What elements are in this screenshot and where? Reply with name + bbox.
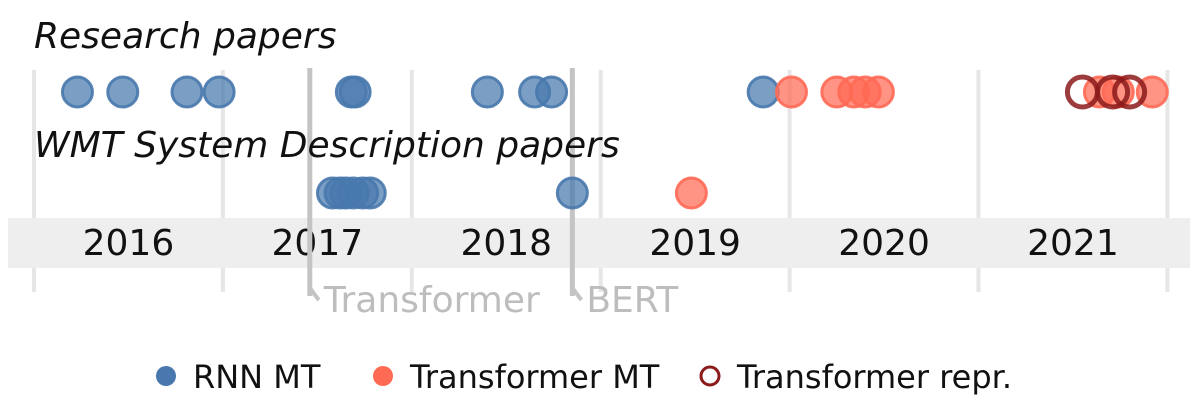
point-transformer-mt <box>774 75 808 109</box>
row-label-wmt-system-description-papers: WMT System Description papers <box>34 125 620 166</box>
year-label-2021: 2021 <box>1027 223 1119 264</box>
year-label-2018: 2018 <box>460 223 552 264</box>
event-tick-transformer <box>308 286 321 302</box>
legend: RNN MT Transformer MT Transformer repr. <box>156 358 1012 396</box>
point-rnn-mt <box>106 75 140 109</box>
point-rnn-mt <box>746 75 780 109</box>
point-rnn-mt <box>338 75 372 109</box>
legend-marker-rnn-mt <box>156 366 176 386</box>
event-tick-bert <box>570 286 583 302</box>
point-rnn-mt <box>353 176 387 210</box>
legend-label-rnn-mt: RNN MT <box>193 358 321 396</box>
year-label-2017: 2017 <box>272 223 364 264</box>
legend-marker-transformer-mt <box>373 366 393 386</box>
year-labels: 2016 2017 2018 2019 2020 2021 <box>83 223 1119 264</box>
legend-label-transformer-repr: Transformer repr. <box>736 358 1012 396</box>
event-label-transformer: Transformer <box>323 280 540 321</box>
point-rnn-mt <box>535 75 569 109</box>
point-rnn-mt <box>470 75 504 109</box>
point-rnn-mt <box>555 176 589 210</box>
data-points <box>60 74 1169 210</box>
year-label-2019: 2019 <box>649 223 741 264</box>
year-label-2016: 2016 <box>83 223 175 264</box>
legend-label-transformer-mt: Transformer MT <box>409 358 660 396</box>
row-label-research-papers: Research papers <box>34 16 336 57</box>
legend-marker-transformer-repr <box>699 365 721 387</box>
year-label-2020: 2020 <box>838 223 930 264</box>
point-transformer-repr <box>1112 74 1148 110</box>
point-transformer-mt <box>674 176 708 210</box>
point-rnn-mt <box>170 75 204 109</box>
point-transformer-repr <box>1095 74 1131 110</box>
year-band <box>8 218 1190 268</box>
point-rnn-mt <box>202 75 236 109</box>
point-transformer-mt <box>861 75 895 109</box>
event-label-bert: BERT <box>586 280 679 321</box>
point-rnn-mt <box>60 75 94 109</box>
